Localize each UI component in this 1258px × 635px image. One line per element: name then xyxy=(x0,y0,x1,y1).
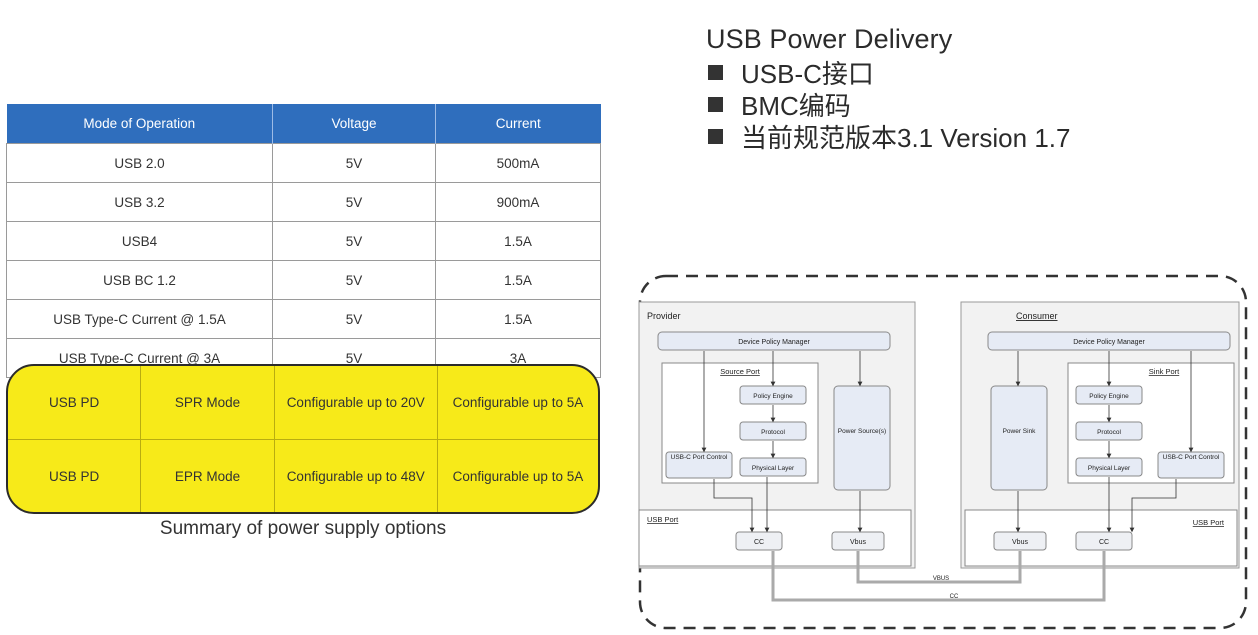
header-current: Current xyxy=(435,104,601,144)
provider-cc-label: CC xyxy=(754,539,764,546)
vbus-wire-label: VBUS xyxy=(933,576,949,582)
provider-vbus-label: Vbus xyxy=(850,539,866,546)
dashed-frame xyxy=(638,274,1248,630)
current-cell: 500mA xyxy=(435,143,601,183)
provider-arrows xyxy=(701,351,863,533)
consumer-cc-box xyxy=(1075,531,1133,551)
interconnect-wires xyxy=(771,551,1106,602)
provider-usbc-port-control-label: USB-C Port Control xyxy=(670,454,728,461)
consumer-usb-port-label: USB Port xyxy=(1193,518,1225,527)
power-sink-label: Power Sink xyxy=(1002,428,1036,435)
current-cell: 1.5A xyxy=(435,221,601,261)
bullet-item: BMC编码 xyxy=(706,88,1070,121)
provider-usbc-port-control xyxy=(665,451,733,479)
mode-cell: USB4 xyxy=(6,221,273,261)
mode-cell: USB Type-C Current @ 1.5A xyxy=(6,299,273,339)
bullet-item: 当前规范版本3.1 Version 1.7 xyxy=(706,120,1071,153)
source-port-label: Source Port xyxy=(720,367,761,376)
consumer-dpm-box xyxy=(987,331,1231,351)
consumer-title: Consumer xyxy=(1016,311,1058,321)
header-mode: Mode of Operation xyxy=(6,104,273,144)
current-cell: Configurable up to 5A xyxy=(452,395,584,410)
provider-policy-engine-label: Policy Engine xyxy=(753,393,793,400)
voltage-cell: 5V xyxy=(272,221,436,261)
provider-title: Provider xyxy=(647,311,681,321)
consumer-cc-label: CC xyxy=(1099,539,1109,546)
voltage-cell: 5V xyxy=(272,260,436,300)
page-title: USB Power Delivery xyxy=(706,24,953,54)
square-bullet-icon xyxy=(708,64,723,80)
table-header-row: Mode of Operation Voltage Current xyxy=(6,104,601,144)
current-cell: Configurable up to 5A xyxy=(452,469,584,484)
voltage-cell: 5V xyxy=(272,143,436,183)
header-voltage: Voltage xyxy=(272,104,436,144)
current-cell: 900mA xyxy=(435,182,601,222)
usb-pd-block-diagram: Provider Device Policy Manager Source Po… xyxy=(638,274,1248,630)
voltage-cell: 5V xyxy=(272,299,436,339)
mode-cell: USB BC 1.2 xyxy=(6,260,273,300)
consumer-usbc-port-control-label: USB-C Port Control xyxy=(1162,454,1220,461)
usb-pd-highlight: USB PD SPR Mode Configurable up to 20V C… xyxy=(6,364,600,514)
voltage-cell: Configurable up to 48V xyxy=(275,440,438,512)
provider-usb-port-label: USB Port xyxy=(647,515,679,524)
consumer-physical-layer-label: Physical Layer xyxy=(1088,465,1131,472)
bullet-text: 当前规范版本3.1 Version 1.7 xyxy=(741,122,1071,153)
voltage-cell: 5V xyxy=(272,182,436,222)
provider-physical-layer-label: Physical Layer xyxy=(752,465,795,472)
sink-port-label: Sink Port xyxy=(1149,367,1180,376)
current-cell: 1.5A xyxy=(435,299,601,339)
provider-dpm-box xyxy=(657,331,891,351)
mode-cell: USB 2.0 xyxy=(6,143,273,183)
bullet-list: USB-C接口 BMC编码 当前规范版本3.1 Version 1.7 xyxy=(706,56,1071,153)
cc-wire-label: CC xyxy=(950,594,959,600)
table-row: USB PD EPR Mode Configurable up to 48V C… xyxy=(8,439,598,512)
bullet-text: USB-C接口 xyxy=(741,58,874,89)
table-row: USB PD SPR Mode Configurable up to 20V C… xyxy=(8,366,598,439)
consumer-dpm-label: Device Policy Manager xyxy=(1073,339,1145,346)
mode-cell: USB PD xyxy=(8,366,142,439)
mode-variant-cell: EPR Mode xyxy=(141,440,275,512)
consumer-arrows xyxy=(1015,351,1194,533)
provider-protocol-label: Protocol xyxy=(761,429,785,436)
voltage-cell: Configurable up to 20V xyxy=(275,366,438,439)
consumer-vbus-label: Vbus xyxy=(1012,539,1028,546)
mode-cell: USB 3.2 xyxy=(6,182,273,222)
mode-variant-cell: SPR Mode xyxy=(141,366,275,439)
vbus-wire xyxy=(856,551,1022,584)
provider-cc-box xyxy=(735,531,783,551)
bullet-text: BMC编码 xyxy=(741,90,851,121)
current-cell: 1.5A xyxy=(435,260,601,300)
consumer-policy-engine-label: Policy Engine xyxy=(1089,393,1129,400)
consumer-protocol-label: Protocol xyxy=(1097,429,1121,436)
square-bullet-icon xyxy=(708,128,723,144)
bullet-item: USB-C接口 xyxy=(706,56,1070,89)
mode-cell: USB PD xyxy=(8,440,142,512)
provider-dpm-label: Device Policy Manager xyxy=(738,339,810,346)
power-options-table: Mode of Operation Voltage Current USB 2.… xyxy=(6,104,601,378)
table-caption: Summary of power supply options xyxy=(159,518,447,539)
cc-wire xyxy=(771,551,1106,602)
square-bullet-icon xyxy=(708,96,723,112)
power-source-label: Power Source(s) xyxy=(837,428,887,435)
